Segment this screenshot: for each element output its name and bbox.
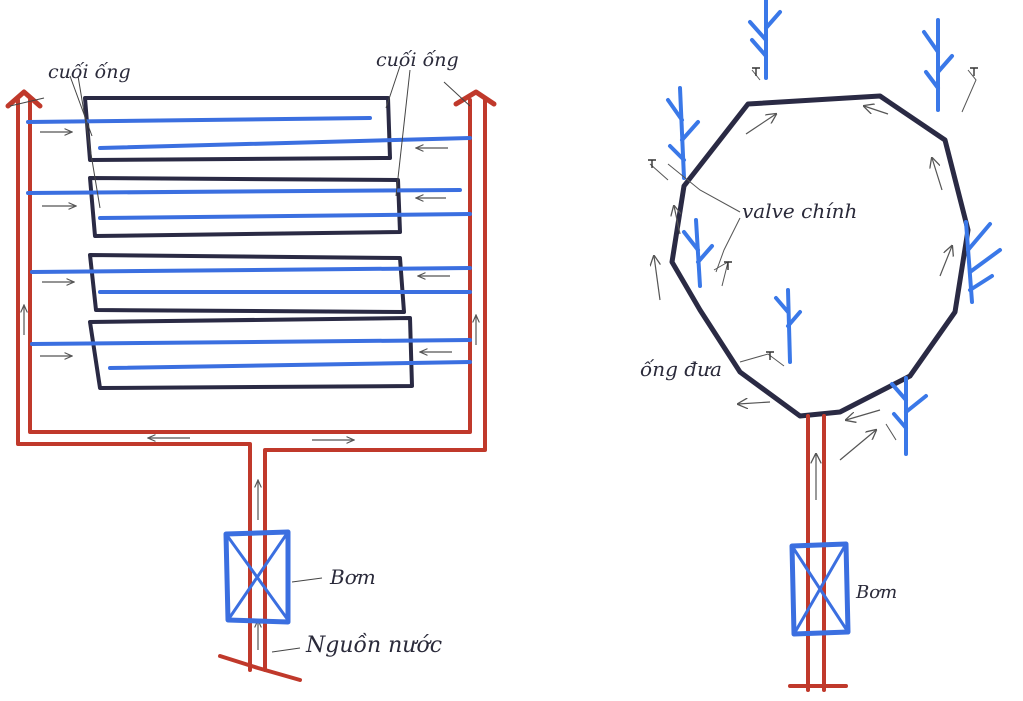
leader-lines-right (649, 69, 977, 441)
tube-block-1 (83, 96, 392, 162)
sprinkler-1 (748, 0, 782, 80)
sprinklers (666, 0, 1002, 456)
left-diagram: cuối ống cuối ống Bơm Nguồn nước (5, 49, 497, 682)
label-pump-left: Bơm (329, 565, 376, 589)
tube-blocks (83, 96, 414, 390)
main-loop (669, 93, 971, 419)
sprinkler-6 (774, 288, 802, 364)
flow-arrows-right (654, 106, 952, 500)
tube-block-4 (88, 316, 414, 390)
label-main-valve: valve chính (742, 199, 857, 223)
sprinkler-7 (890, 376, 928, 456)
pump-right (789, 541, 851, 637)
label-tube-end-left: cuối ống (48, 61, 131, 83)
sprinkler-5 (964, 220, 1002, 304)
pump-left (223, 529, 291, 625)
tube-block-3 (88, 253, 406, 314)
blue-pipes (26, 116, 472, 370)
tube-block-2 (88, 176, 402, 238)
label-tube-end-right: cuối ống (376, 49, 459, 71)
label-water-source: Nguồn nước (305, 632, 442, 658)
flow-arrows-left (24, 132, 476, 650)
valve-marks (648, 67, 978, 360)
sprinkler-4 (682, 218, 714, 288)
right-diagram: valve chính ống đưa Bơm (640, 0, 1002, 692)
label-pump-right: Bơm (855, 582, 897, 603)
sprinkler-2 (922, 18, 954, 112)
red-feed-right (788, 414, 848, 692)
leader-lines-left (9, 65, 471, 653)
label-sprinkler-pipe: ống đưa (640, 357, 722, 381)
sprinkler-3 (666, 86, 700, 180)
